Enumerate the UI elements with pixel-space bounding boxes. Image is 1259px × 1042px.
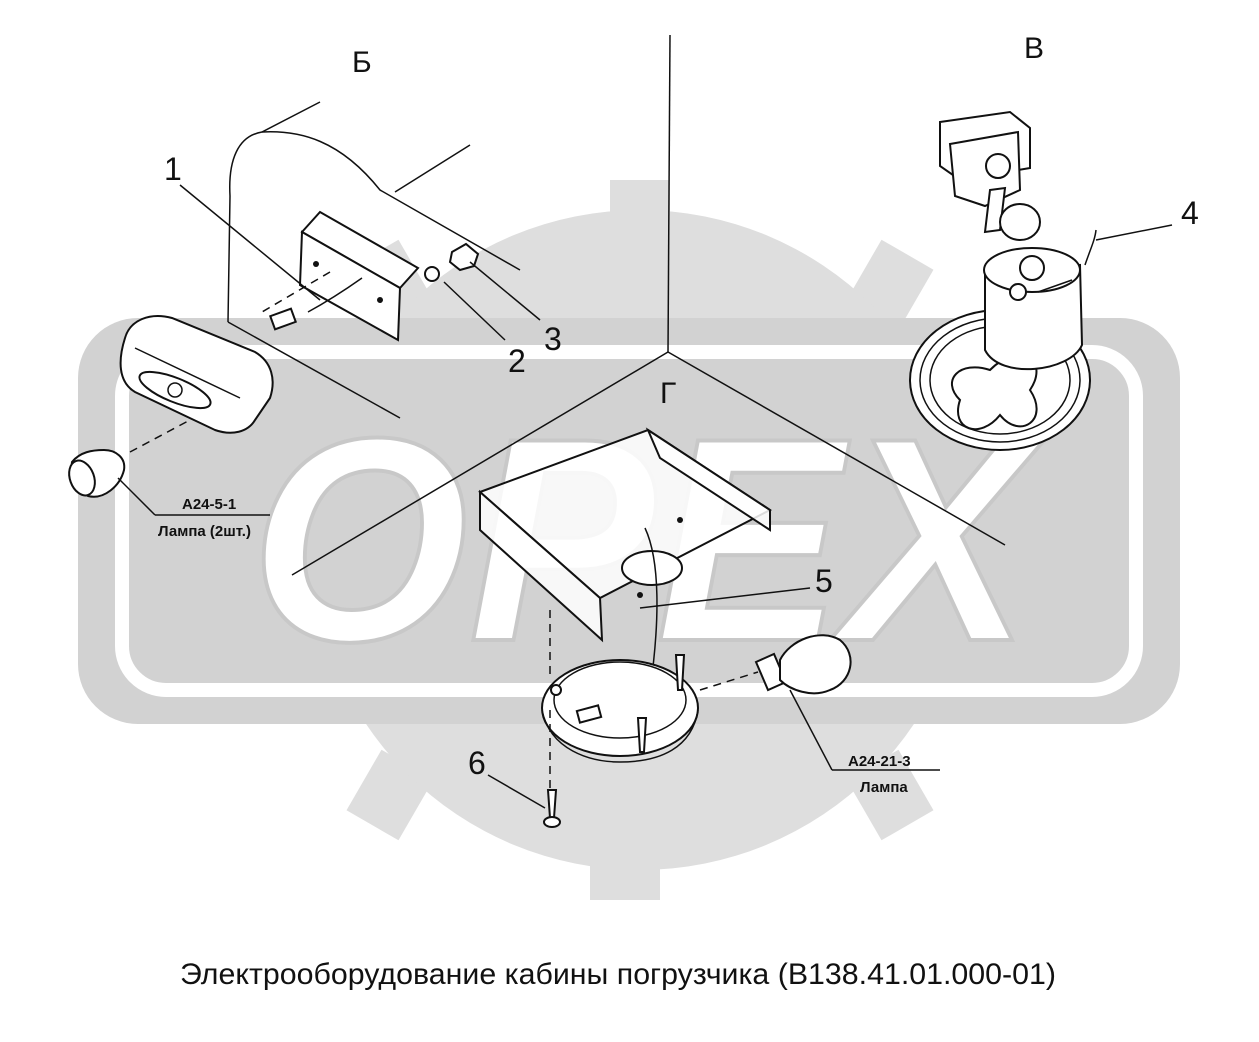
view-divider-lines <box>291 34 1006 576</box>
callout-4: 4 <box>1181 195 1199 231</box>
callout-5: 5 <box>815 563 833 599</box>
callout-3: 3 <box>544 321 562 357</box>
view-b-marker-lamp-assembly <box>68 101 521 498</box>
callout-2: 2 <box>508 343 526 379</box>
ref-name-a24-21-3: Лампа <box>860 779 908 796</box>
callout-1: 1 <box>164 151 182 187</box>
ref-code-a24-5-1: А24-5-1 <box>182 496 236 513</box>
view-label-g: Г <box>660 377 676 410</box>
leader-lines <box>117 184 1173 809</box>
ref-code-a24-21-3: А24-21-3 <box>848 753 911 770</box>
ref-name-a24-5-1: Лампа (2шт.) <box>158 523 251 540</box>
drawing-caption: Электрооборудование кабины погрузчика (В… <box>180 958 1056 991</box>
callout-6: 6 <box>468 745 486 781</box>
view-label-b: Б <box>352 46 372 79</box>
view-label-v: В <box>1024 32 1044 65</box>
view-g-ceiling-lamp-assembly <box>478 427 852 828</box>
view-v-fan-assembly <box>909 110 1097 451</box>
